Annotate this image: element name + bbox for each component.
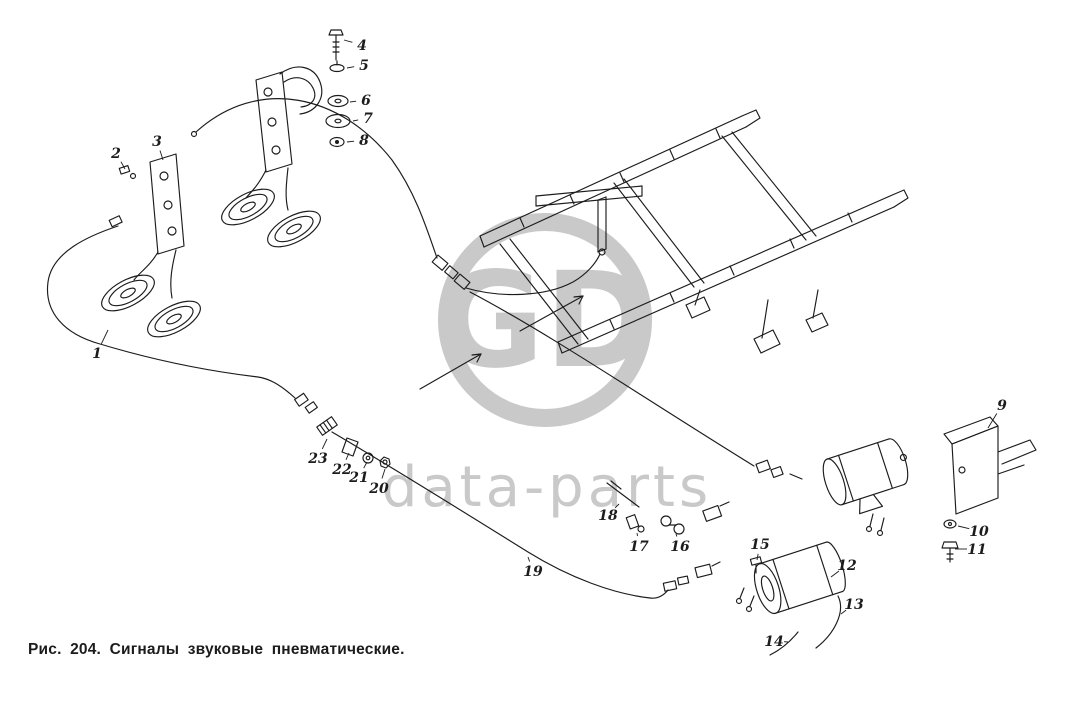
callout-label-8: 8	[359, 133, 369, 149]
callout-leader-9	[987, 413, 998, 429]
bolt-parts-10-11	[941, 519, 959, 563]
callout-label-20: 20	[368, 481, 389, 497]
horn-unit-fittings	[755, 459, 803, 480]
callout-label-2: 2	[110, 146, 121, 162]
callout-leader-21	[363, 461, 368, 469]
callout-label-16: 16	[670, 539, 690, 555]
horn-bell-icon	[101, 274, 155, 312]
tube-to-horn-unit	[469, 291, 755, 467]
callout-leader-16	[675, 533, 678, 537]
tube-to-frame	[465, 253, 601, 296]
callout-label-14: 14	[764, 634, 783, 650]
callout-label-13: 13	[844, 597, 864, 613]
callout-label-19: 19	[523, 564, 543, 580]
callout-label-22: 22	[331, 462, 352, 478]
callout-label-4: 4	[357, 38, 367, 54]
watermark: GD data-parts	[382, 213, 712, 520]
callout-leader-10	[957, 525, 970, 530]
callout-label-5: 5	[359, 58, 369, 74]
chassis-frame	[479, 109, 909, 354]
callout-label-6: 6	[361, 93, 371, 109]
callout-label-15: 15	[750, 537, 769, 553]
flow-arrow-icon	[419, 295, 584, 390]
callout-label-18: 18	[598, 508, 618, 524]
figure-caption: Рис. 204. Сигналы звуковые пневматически…	[28, 641, 405, 658]
callout-label-7: 7	[363, 111, 373, 127]
horn-bell-icon	[147, 300, 201, 338]
callout-leader-15	[756, 553, 759, 561]
callout-leader-22	[345, 452, 350, 461]
callout-leader-5	[346, 66, 355, 69]
horn-assembly-lower	[101, 153, 201, 338]
callout-leader-13	[840, 609, 847, 615]
callout-leader-4	[343, 39, 353, 43]
air-tube-1	[46, 215, 296, 399]
callout-leader-23	[321, 438, 328, 450]
callout-leader-1	[100, 329, 109, 345]
tube-coupling	[431, 254, 471, 290]
callout-leader-12	[830, 570, 840, 578]
callout-label-11: 11	[967, 542, 986, 558]
air-tube-19	[331, 431, 690, 599]
callout-label-23: 23	[307, 451, 328, 467]
horn-bell-icon	[221, 188, 275, 226]
callout-label-3: 3	[152, 134, 162, 150]
watermark-brand: data-parts	[382, 455, 712, 520]
horn-bell-icon	[267, 210, 321, 248]
callout-leader-20	[381, 468, 386, 479]
callout-leader-18	[614, 503, 620, 509]
fitting-part-15	[749, 556, 763, 574]
callout-label-12: 12	[837, 558, 857, 574]
bracket-part-9	[943, 416, 1037, 515]
callout-label-10: 10	[969, 524, 989, 540]
horn-unit-upper	[822, 438, 909, 537]
callout-label-1: 1	[92, 346, 102, 362]
tube-connector	[694, 561, 721, 579]
air-tube-2	[190, 98, 438, 259]
callout-label-21: 21	[348, 470, 368, 486]
fitting-cluster-16-18	[606, 480, 730, 535]
callout-leader-7	[352, 119, 359, 122]
watermark-ring-icon	[438, 213, 652, 427]
callout-leader-19	[527, 556, 531, 562]
callout-label-9: 9	[997, 398, 1007, 414]
fitting-part-2	[118, 165, 137, 180]
callout-leader-8	[346, 140, 355, 143]
callout-leader-3	[159, 150, 164, 161]
callout-label-17: 17	[629, 539, 649, 555]
horn-assembly-upper	[221, 66, 323, 248]
callout-leader-6	[349, 100, 357, 103]
watermark-logo: GD	[436, 244, 654, 398]
horn-unit-12	[735, 541, 846, 656]
callout-leader-2	[120, 161, 126, 170]
mounting-hardware-4-8	[325, 29, 351, 148]
